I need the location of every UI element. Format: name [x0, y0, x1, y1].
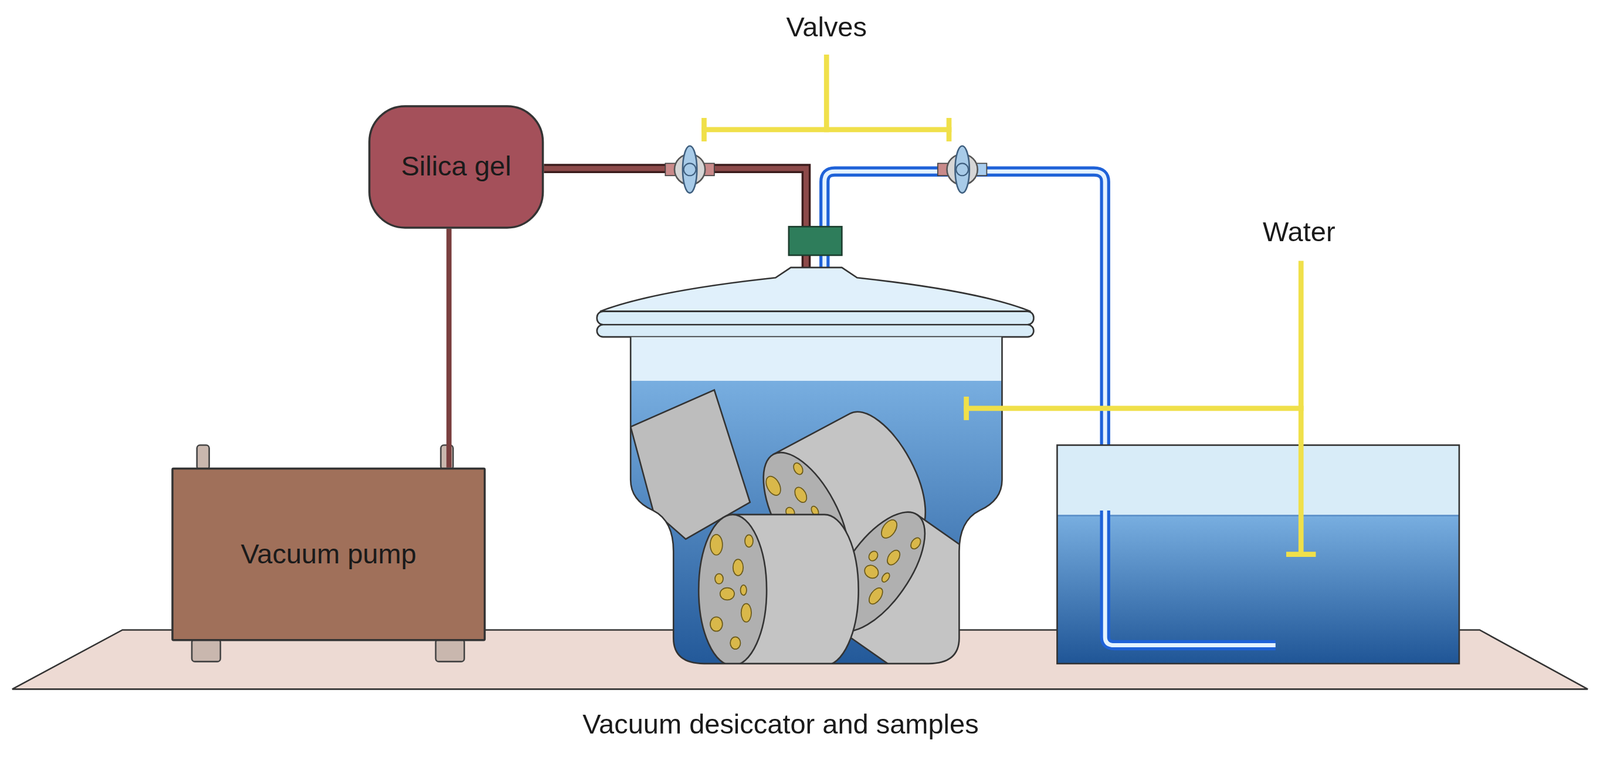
water-tank	[1056, 445, 1459, 664]
water-tube-inlet	[1104, 510, 1276, 646]
part-label: Valves	[785, 11, 867, 44]
vacuum-pump-box: Vacuum pump	[171, 467, 486, 642]
node-label: Vacuum pump	[241, 538, 417, 571]
leader-line	[703, 56, 1314, 554]
node-label: Silica gel	[401, 150, 512, 183]
sample-core	[698, 514, 859, 666]
vacuum-desiccator	[597, 226, 1035, 696]
silica-gel-trap: Silica gel	[368, 104, 544, 229]
hose-connector	[446, 228, 452, 468]
valve-symbol	[665, 146, 715, 193]
caption: Vacuum desiccator and samples	[582, 708, 979, 741]
valve-symbol	[937, 146, 988, 193]
part-label: Water	[1262, 217, 1336, 249]
vacuum-hose	[543, 168, 806, 278]
